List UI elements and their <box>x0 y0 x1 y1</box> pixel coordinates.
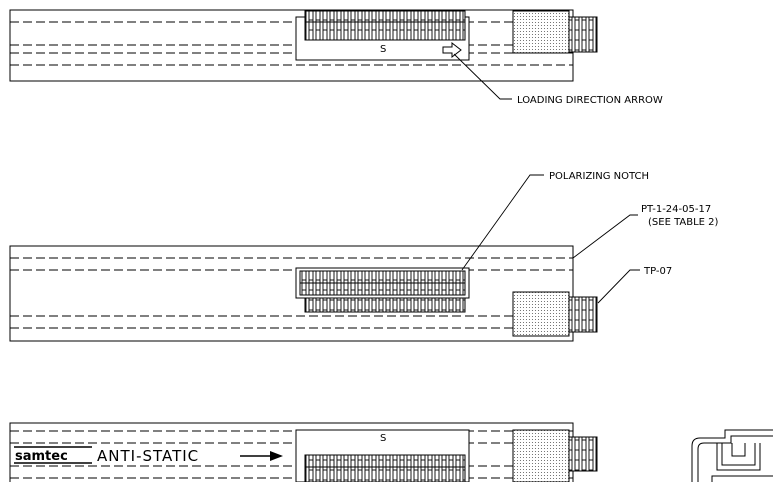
callout-end-plug: TP-07 <box>643 266 672 277</box>
connector-bottom <box>295 429 470 482</box>
leader-loading <box>453 53 512 100</box>
end-plug-top <box>512 10 570 54</box>
callout-part-number: PT-1-24-05-17 <box>641 204 711 215</box>
callout-see-table: (SEE TABLE 2) <box>648 217 719 228</box>
leader-polarizing <box>461 174 544 271</box>
tube-view-bottom <box>9 422 598 482</box>
leader-end-plug <box>597 269 640 304</box>
callout-polarizing-notch: POLARIZING NOTCH <box>549 171 649 182</box>
leader-part-number <box>572 214 638 259</box>
loading-arrow-icon <box>442 41 462 59</box>
tube-outline <box>9 422 574 482</box>
callout-loading-direction: LOADING DIRECTION ARROW <box>517 95 663 106</box>
connector-middle <box>295 267 470 313</box>
s-mark-bottom: S <box>380 433 386 444</box>
direction-arrow-icon <box>240 451 283 461</box>
end-plug-ribs-bottom <box>568 436 598 472</box>
tube-view-top: S <box>9 9 598 82</box>
tube-end-profile <box>691 429 773 482</box>
s-mark-top: S <box>380 44 386 55</box>
brand-text: samtec <box>15 449 68 464</box>
anti-static-label: ANTI-STATIC <box>97 447 199 465</box>
end-plug-middle <box>512 291 570 337</box>
tube-view-middle <box>9 245 598 342</box>
end-plug-ribs-top <box>568 16 598 53</box>
end-plug-bottom <box>512 429 570 482</box>
end-plug-ribs-middle <box>568 296 598 333</box>
samtec-logo: samtec <box>14 446 92 464</box>
tube-outline <box>9 245 574 342</box>
connector-top <box>295 10 470 61</box>
